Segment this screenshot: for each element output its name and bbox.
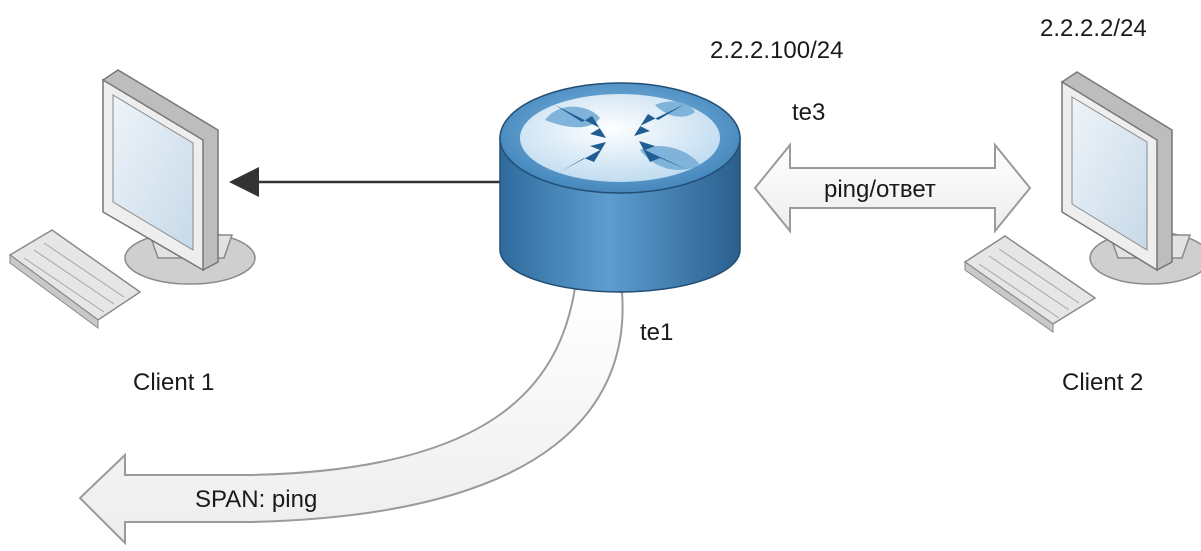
client1-computer-icon[interactable] <box>8 69 256 329</box>
span-arrow <box>78 286 624 546</box>
client2-computer-icon[interactable] <box>963 71 1201 333</box>
client2-ip-label: 2.2.2.2/24 <box>1040 15 1147 42</box>
port-te1-label: te1 <box>640 319 673 346</box>
ping-reply-label: ping/ответ <box>824 176 936 203</box>
port-te3-label: te3 <box>792 99 825 126</box>
router-ip-label: 2.2.2.100/24 <box>710 37 843 64</box>
ping-reply-arrow <box>753 142 1032 234</box>
span-label: SPAN: ping <box>195 486 317 513</box>
router-icon[interactable] <box>499 82 741 293</box>
client1-label: Client 1 <box>133 369 214 396</box>
client2-label: Client 2 <box>1062 369 1143 396</box>
